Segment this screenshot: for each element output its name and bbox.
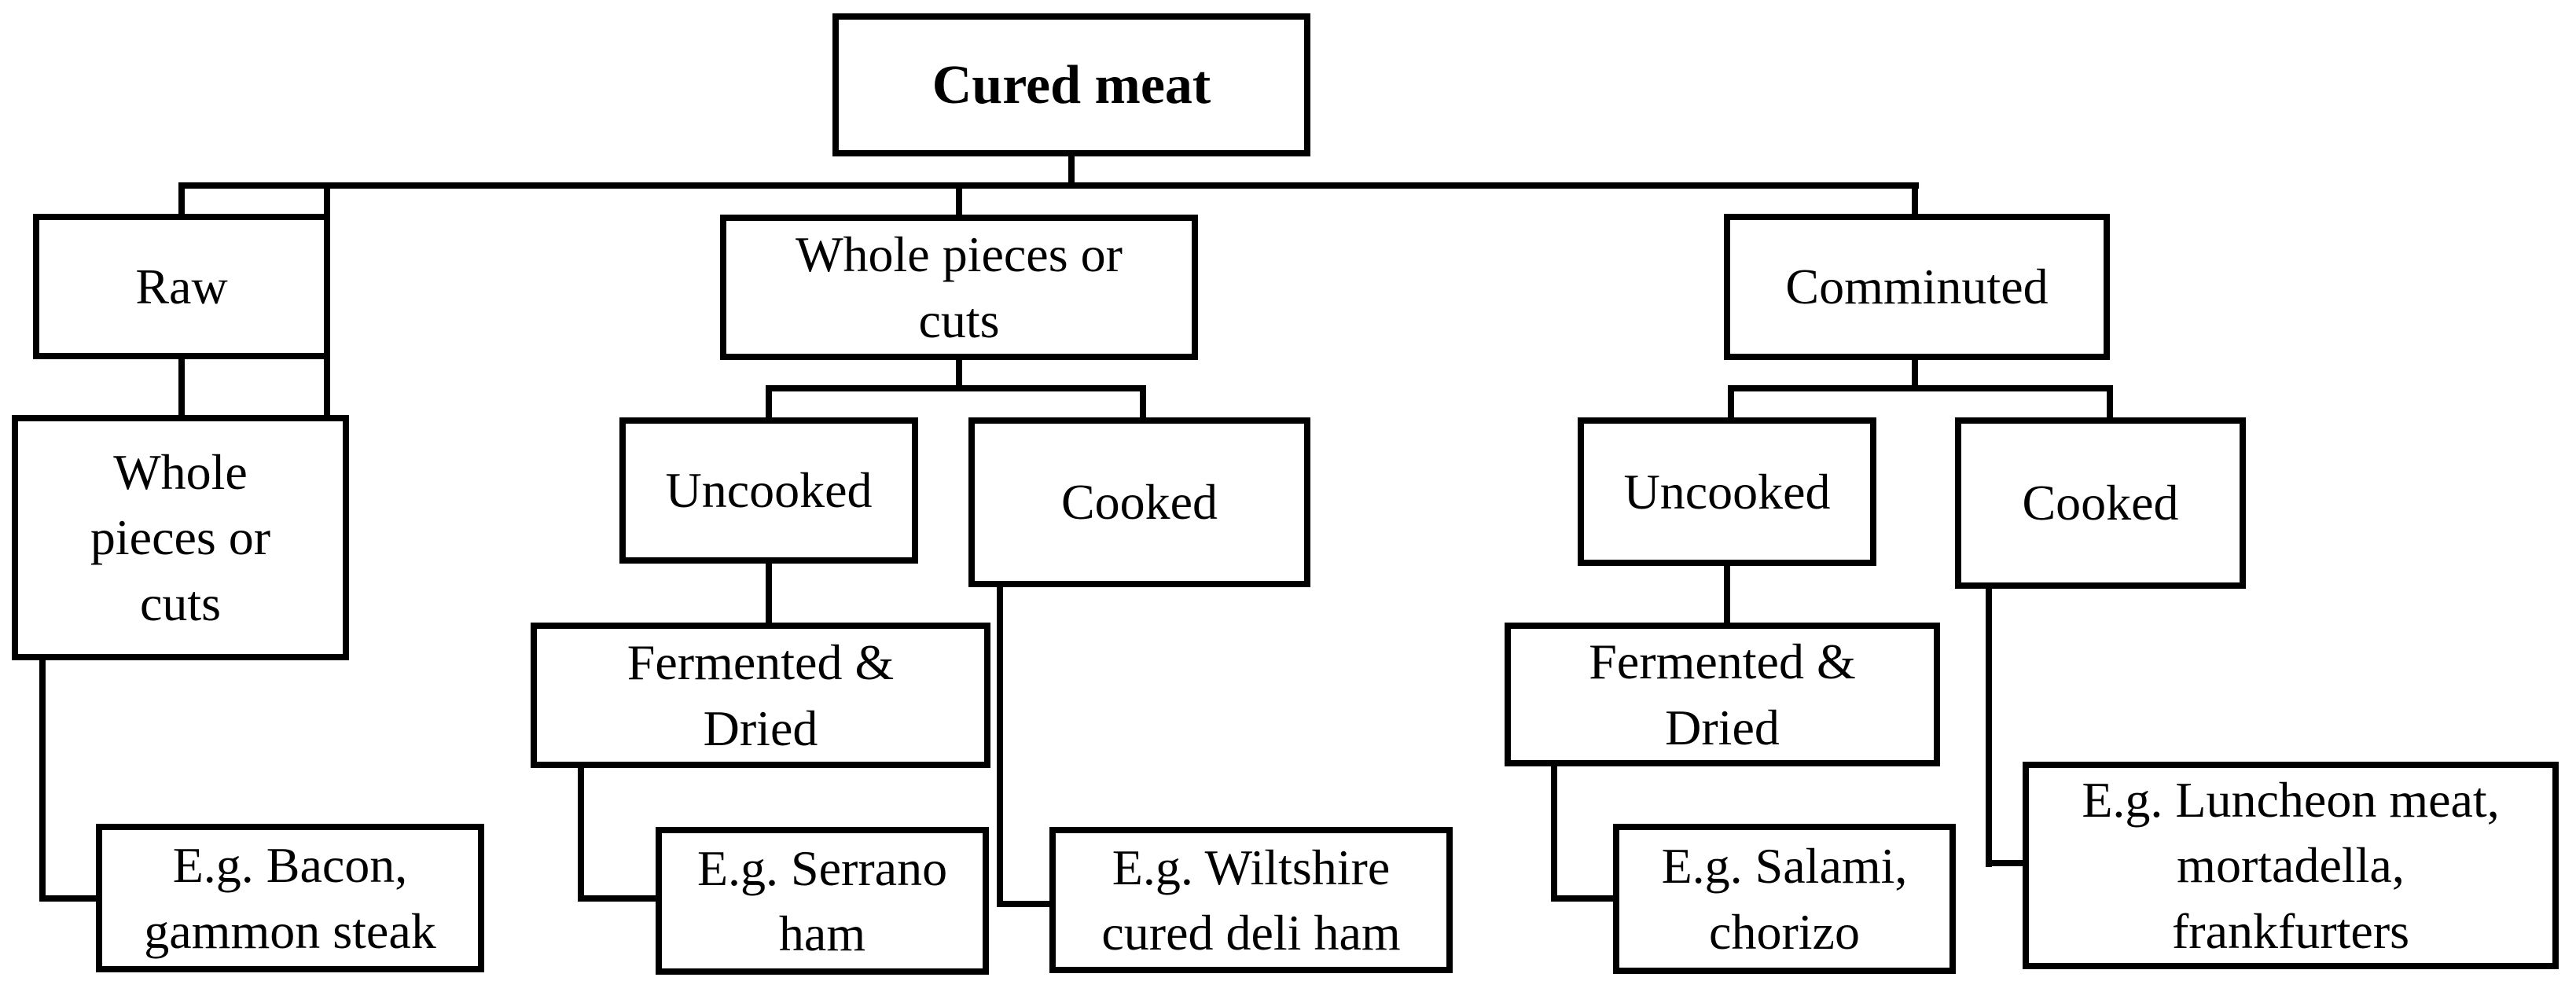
connector-root-drop — [1068, 156, 1075, 189]
connector-fdmid-serrano-v — [578, 768, 584, 902]
node-example-luncheon: E.g. Luncheon meat, mortadella, frankfur… — [2023, 762, 2559, 969]
connector-fdright-salami-v — [1551, 766, 1557, 902]
node-whole-pieces-left: Whole pieces or cuts — [12, 415, 349, 660]
connector-cookedmid-wiltshire-h — [997, 901, 1055, 907]
node-whole-pieces-mid: Whole pieces or cuts — [720, 215, 1198, 360]
connector-uncookedright-drop — [1728, 385, 1734, 421]
connector-fdright-salami-h — [1551, 895, 1619, 902]
node-fermented-dried-right: Fermented & Dried — [1505, 623, 1940, 766]
connector-raw-drop — [178, 182, 185, 214]
node-fermented-dried-mid: Fermented & Dried — [531, 623, 990, 768]
connector-trunk — [182, 182, 1919, 189]
connector-uncookedright-fd — [1724, 566, 1730, 626]
node-example-bacon: E.g. Bacon, gammon steak — [96, 824, 484, 972]
node-raw: Raw — [33, 214, 330, 359]
connector-uncookedmid-fd — [766, 564, 772, 626]
connector-cookedmid-wiltshire-v — [997, 587, 1003, 907]
connector-wpcleft-bacon-v — [39, 660, 46, 902]
node-uncooked-mid: Uncooked — [619, 417, 918, 564]
node-comminuted: Comminuted — [1724, 214, 2110, 360]
connector-wpcleft-bacon-h — [39, 895, 102, 902]
connector-wpcmid-bottom — [956, 360, 962, 391]
connector-uncookedmid-drop — [766, 385, 772, 421]
node-example-serrano: E.g. Serrano ham — [656, 827, 989, 975]
node-example-salami: E.g. Salami, chorizo — [1613, 824, 1956, 974]
connector-raw-wpcleft — [178, 359, 185, 418]
connector-cookedmid-drop — [1140, 385, 1146, 421]
connector-comminuted-bottom — [1912, 360, 1918, 391]
node-cooked-mid: Cooked — [968, 417, 1310, 587]
connector-cookedright-luncheon-v — [1986, 589, 1992, 867]
connector-wpcmid-top — [956, 182, 962, 215]
connector-cookedright-drop — [2107, 385, 2113, 421]
connector-split-right — [1728, 385, 2113, 391]
node-example-wiltshire: E.g. Wiltshire cured deli ham — [1049, 827, 1453, 973]
node-cured-meat: Cured meat — [832, 13, 1310, 156]
connector-fdmid-serrano-h — [578, 895, 661, 902]
node-cooked-right: Cooked — [1955, 417, 2246, 589]
connector-cookedright-luncheon-h — [1986, 860, 2029, 866]
connector-comminuted-drop — [1912, 182, 1918, 214]
node-uncooked-right: Uncooked — [1578, 417, 1876, 566]
connector-split-mid — [766, 385, 1146, 391]
